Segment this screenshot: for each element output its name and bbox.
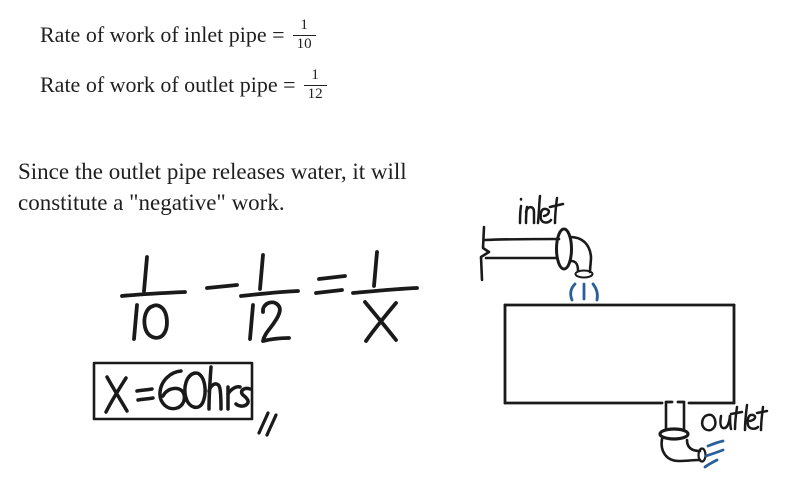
fraction-1-10: 1 10 bbox=[292, 17, 316, 53]
rate-outlet-line: Rate of work of outlet pipe = 1 12 bbox=[40, 63, 327, 107]
equals-sign bbox=[314, 288, 344, 295]
minus-sign bbox=[205, 283, 239, 290]
equals-sign bbox=[317, 274, 347, 281]
outlet-pipe bbox=[658, 401, 707, 463]
tank-diagram bbox=[479, 194, 769, 469]
inlet-water-icon bbox=[569, 282, 599, 302]
handwritten-equation bbox=[120, 250, 419, 343]
paragraph-line-1: Since the outlet pipe releases water, it… bbox=[18, 159, 407, 184]
paragraph-line-2: constitute a "negative" work. bbox=[18, 190, 285, 215]
answer-box-border bbox=[92, 361, 254, 421]
fraction-numerator: 1 bbox=[300, 17, 308, 34]
fraction-denominator: 12 bbox=[303, 84, 327, 103]
tick-mark bbox=[257, 411, 278, 437]
fraction-denominator: 10 bbox=[292, 34, 316, 53]
rate-outlet-text: Rate of work of outlet pipe = bbox=[40, 72, 296, 97]
outlet-label bbox=[700, 403, 769, 432]
fraction-1-12: 1 12 bbox=[303, 67, 327, 103]
rate-inlet-text: Rate of work of inlet pipe = bbox=[40, 22, 285, 47]
tank-rectangle bbox=[503, 303, 736, 405]
inlet-label bbox=[518, 194, 565, 225]
rate-inlet-line: Rate of work of inlet pipe = 1 10 bbox=[40, 13, 316, 57]
fraction-numerator: 1 bbox=[311, 67, 319, 84]
answer-handwriting bbox=[104, 365, 252, 414]
outlet-water-icon bbox=[703, 439, 725, 469]
explanation-paragraph: Since the outlet pipe releases water, it… bbox=[18, 156, 598, 218]
inlet-pipe bbox=[479, 225, 594, 282]
answer-box bbox=[92, 361, 278, 437]
